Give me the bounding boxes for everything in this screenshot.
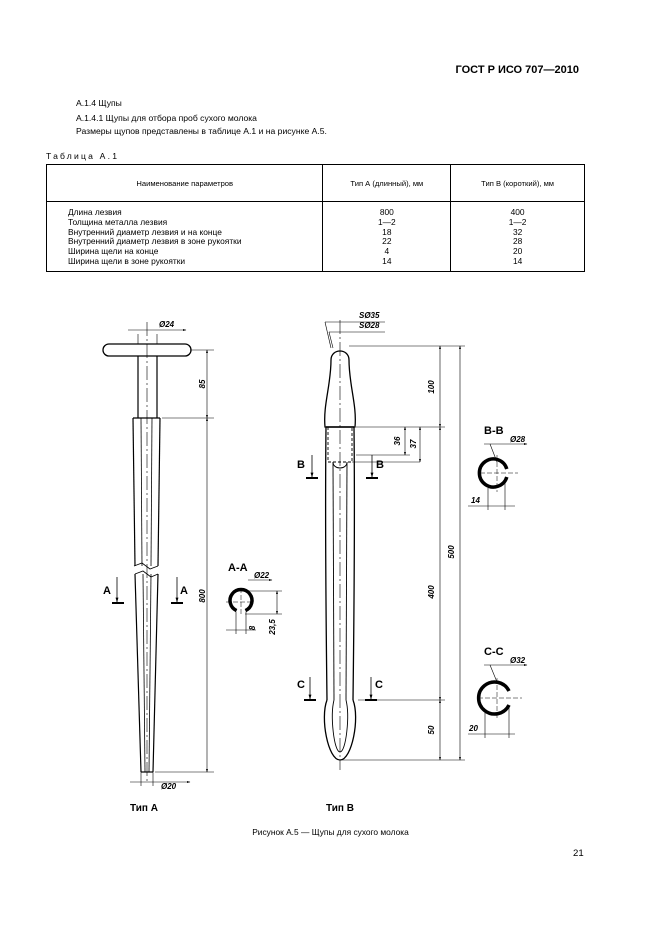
cut-mark-label: А	[103, 585, 111, 597]
cut-mark-label: В	[297, 459, 305, 471]
column-header: Тип В (короткий), мм	[450, 164, 585, 202]
section-label: С-С	[484, 646, 504, 658]
subsection-heading: А.1.4.1 Щупы для отбора проб сухого моло…	[76, 113, 257, 123]
dim-label: 800	[198, 589, 207, 603]
parameters-table: Наименование параметров Тип А (длинный),…	[45, 164, 585, 272]
dim-label: 23,5	[268, 619, 277, 636]
table-header-row: Наименование параметров Тип А (длинный),…	[45, 164, 585, 202]
table-cell: 28	[450, 237, 585, 248]
dim-label: 500	[447, 545, 456, 559]
standard-header: ГОСТ Р ИСО 707—2010	[455, 64, 580, 76]
table-cell: 14	[450, 256, 585, 272]
cut-mark-label: А	[180, 585, 188, 597]
dim-label: Ø28	[510, 435, 526, 444]
section-label: В-В	[484, 425, 504, 437]
table-cell: 32	[450, 227, 585, 238]
column-header: Наименование параметров	[45, 164, 324, 202]
type-b-probe	[304, 320, 465, 770]
table-row: Внутренний диаметр лезвия в зоне рукоятк…	[45, 237, 585, 248]
section-a-a	[226, 578, 282, 634]
dim-label: 400	[427, 585, 436, 600]
table-row: Толщина металла лезвия 1—2 1—2	[45, 217, 585, 228]
dim-label: Ø22	[254, 571, 270, 580]
table-row: Ширина щели на конце 4 20	[45, 246, 585, 257]
dim-label: 50	[427, 725, 436, 734]
dim-label: Ø24	[159, 320, 175, 329]
table-cell: 1—2	[450, 217, 585, 228]
section-heading: А.1.4 Щупы	[76, 98, 122, 108]
dim-label: SØ28	[359, 321, 380, 330]
type-b-label: Тип В	[326, 803, 354, 814]
figure-caption: Рисунок А.5 — Щупы для сухого молока	[252, 827, 409, 837]
dim-label: Ø20	[161, 782, 177, 791]
page-number: 21	[573, 848, 584, 859]
table-cell: 400	[450, 201, 585, 218]
section-label: А-А	[228, 562, 248, 574]
table-cell: 20	[450, 246, 585, 257]
dim-label: 14	[471, 496, 480, 505]
body-text: Размеры щупов представлены в таблице А.1…	[76, 126, 327, 136]
type-a-label: Тип А	[130, 803, 158, 814]
table-cell: Ширина щели на конце	[45, 246, 324, 257]
table-row: Внутренний диаметр лезвия и на конце 18 …	[45, 227, 585, 238]
dim-label: Ø32	[510, 656, 526, 665]
dim-label: 85	[198, 379, 207, 388]
dim-label: SØ35	[359, 311, 380, 320]
column-header: Тип А (длинный), мм	[322, 164, 452, 202]
table-cell: Ширина щели в зоне рукоятки	[45, 256, 324, 272]
table-cell: Внутренний диаметр лезвия в зоне рукоятк…	[45, 237, 324, 248]
section-c-c	[468, 663, 528, 738]
cut-mark-label: С	[297, 679, 305, 691]
cut-mark-label: В	[376, 459, 384, 471]
section-b-b	[468, 442, 528, 510]
cut-mark-label: С	[375, 679, 383, 691]
dim-label: 8	[248, 625, 257, 630]
table-cell: Толщина металла лезвия	[45, 217, 324, 228]
dim-label: 100	[427, 380, 436, 394]
table-row: Ширина щели в зоне рукоятки 14 14	[45, 256, 585, 272]
type-a-probe	[102, 322, 214, 786]
table-row: Длина лезвия 800 400	[45, 201, 585, 218]
table-caption: Таблица А.1	[46, 151, 120, 161]
dim-label: 20	[468, 724, 478, 733]
table-cell: Длина лезвия	[45, 201, 324, 218]
dim-label: 36	[393, 436, 402, 445]
table-cell: Внутренний диаметр лезвия и на конце	[45, 227, 324, 238]
dim-label: 37	[409, 439, 418, 448]
